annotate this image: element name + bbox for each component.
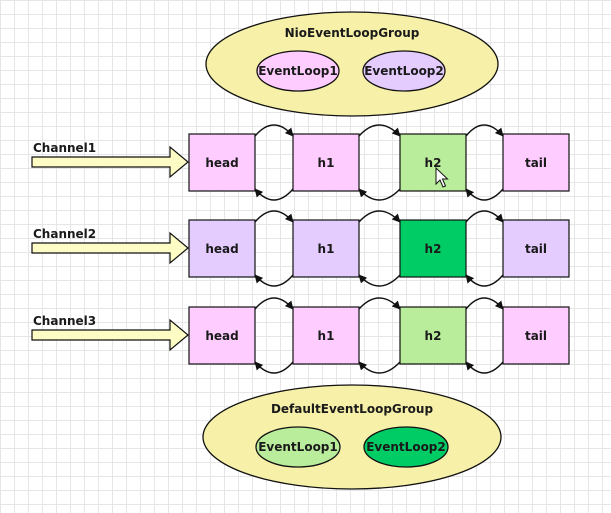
channel-2-link-forward-1	[254, 210, 294, 223]
channel-1-link-back-1	[254, 188, 294, 201]
channel-1-link-forward-3	[465, 124, 504, 137]
channel-2-link-back-2	[358, 274, 401, 287]
channel-2: Channel2 head h1 h2 tail	[31, 210, 570, 287]
default-eventloop2	[363, 426, 449, 468]
channel-3-link-back-2	[358, 361, 401, 374]
channel-3-link-forward-1	[254, 297, 294, 310]
channel-2-node-head-label: head	[205, 242, 238, 256]
nio-eventloop1	[256, 50, 340, 92]
channel-1-node-h2	[399, 133, 467, 192]
channel-1-node-h1-label: h1	[318, 156, 335, 170]
default-eventloop2-label: EventLoop2	[366, 440, 446, 454]
channel-2-input-arrow	[31, 231, 189, 265]
channel-1-label: Channel1	[33, 141, 96, 155]
default-eventloop1-label: EventLoop1	[258, 440, 338, 454]
channel-2-node-h1	[292, 219, 360, 278]
channel-1-node-h2-label: h2	[425, 156, 442, 170]
channel-3-node-tail-label: tail	[525, 329, 547, 343]
channel-2-label: Channel2	[33, 227, 96, 241]
channel-1-link-back-2	[358, 188, 401, 201]
channel-1-link-forward-1	[254, 124, 294, 137]
channel-1-node-tail-label: tail	[525, 156, 547, 170]
channel-1-input-arrow	[31, 145, 189, 179]
nio-eventloop2	[362, 50, 446, 92]
channel-3: Channel3 head h1 h2 tail	[31, 297, 570, 374]
channel-3-node-h2-label: h2	[425, 329, 442, 343]
channel-3-link-back-3	[465, 361, 504, 374]
channel-2-link-back-3	[465, 274, 504, 287]
channel-3-input-arrow	[31, 318, 189, 352]
channel-3-label: Channel3	[33, 314, 96, 328]
default-group-title: DefaultEventLoopGroup	[271, 402, 434, 416]
channel-2-link-forward-2	[358, 210, 401, 223]
channel-1-node-head-label: head	[205, 156, 238, 170]
default-event-loop-group: DefaultEventLoopGroup EventLoop1 EventLo…	[202, 384, 502, 490]
default-eventloop1	[255, 426, 341, 468]
channel-2-node-tail	[502, 219, 570, 278]
nio-eventloop1-label: EventLoop1	[258, 64, 338, 78]
channel-3-link-forward-2	[358, 297, 401, 310]
nio-eventloop2-label: EventLoop2	[364, 64, 444, 78]
channel-1-link-back-3	[465, 188, 504, 201]
channel-1-link-forward-2	[358, 124, 401, 137]
channel-3-link-back-1	[254, 361, 294, 374]
channel-3-node-head	[188, 306, 256, 365]
channel-1-node-tail	[502, 133, 570, 192]
channel-3-node-head-label: head	[205, 329, 238, 343]
channel-1-node-head	[188, 133, 256, 192]
channel-3-node-tail	[502, 306, 570, 365]
channel-2-node-head	[188, 219, 256, 278]
channel-3-node-h1	[292, 306, 360, 365]
channel-2-node-h2	[399, 219, 467, 278]
channel-2-link-back-1	[254, 274, 294, 287]
nio-group-title: NioEventLoopGroup	[285, 26, 420, 40]
channel-2-node-tail-label: tail	[525, 242, 547, 256]
channel-3-node-h1-label: h1	[318, 329, 335, 343]
channel-3-link-forward-3	[465, 297, 504, 310]
nio-event-loop-group: NioEventLoopGroup EventLoop1 EventLoop2	[205, 11, 499, 117]
channel-2-link-forward-3	[465, 210, 504, 223]
channel-2-node-h1-label: h1	[318, 242, 335, 256]
channel-1-node-h1	[292, 133, 360, 192]
cursor-icon	[435, 166, 449, 188]
channel-1: Channel1 head h1 h2 tail	[31, 124, 570, 201]
channel-3-node-h2	[399, 306, 467, 365]
channel-2-node-h2-label: h2	[425, 242, 442, 256]
